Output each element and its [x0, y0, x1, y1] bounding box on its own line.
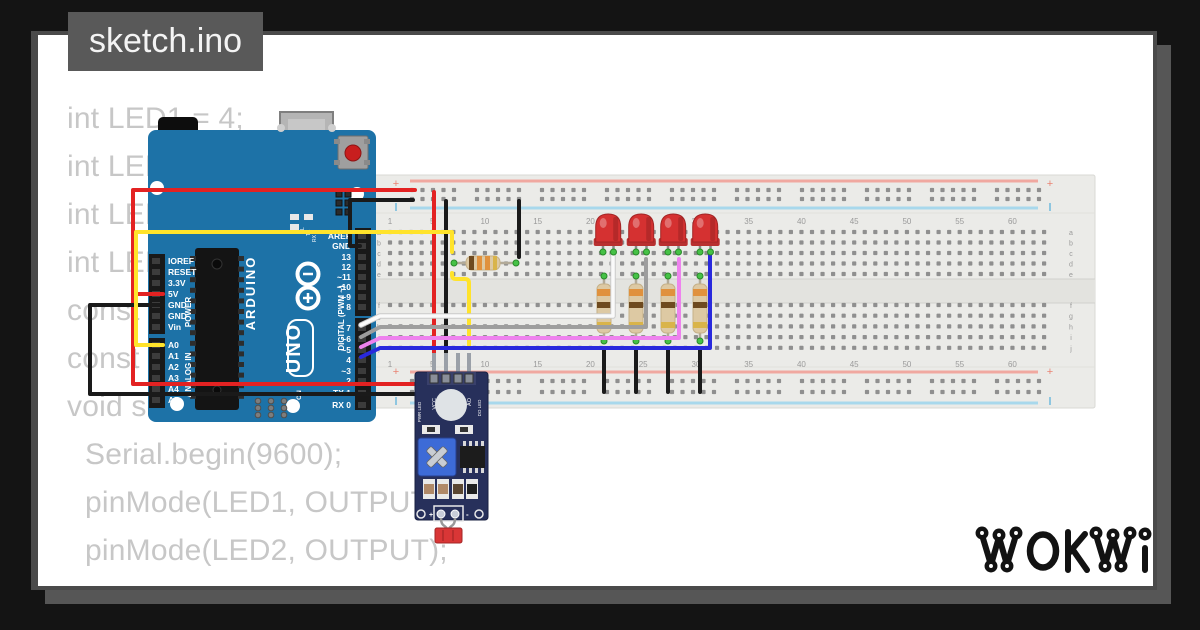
editor-canvas: int LED1 = 4; int LED2 = 5; int LED3 = 6; i…	[31, 31, 1157, 590]
sketch-filename: sketch.ino	[89, 22, 243, 60]
code-line: const int AO = A0;	[67, 294, 310, 327]
code-line: pinMode(LED2, OUTPUT);	[85, 534, 448, 567]
code-line: void setup() {	[67, 390, 245, 423]
code-line: pinMode(LED3, OUTPUT);	[67, 575, 448, 586]
code-preview: int LED1 = 4; int LED2 = 5; int LED3 = 6; i…	[67, 95, 448, 586]
code-line: int LED2 = 5;	[67, 150, 244, 183]
code-line: Serial.begin(9600);	[85, 438, 343, 471]
code-line: const int DO = 2;	[67, 342, 295, 375]
sketch-filename-badge: sketch.ino	[68, 12, 264, 71]
code-line: int LED4 = 7;	[67, 246, 244, 279]
code-line: int LED3 = 6;	[67, 198, 244, 231]
code-line: pinMode(LED1, OUTPUT);	[85, 486, 448, 519]
code-line: int LED1 = 4;	[67, 102, 244, 135]
